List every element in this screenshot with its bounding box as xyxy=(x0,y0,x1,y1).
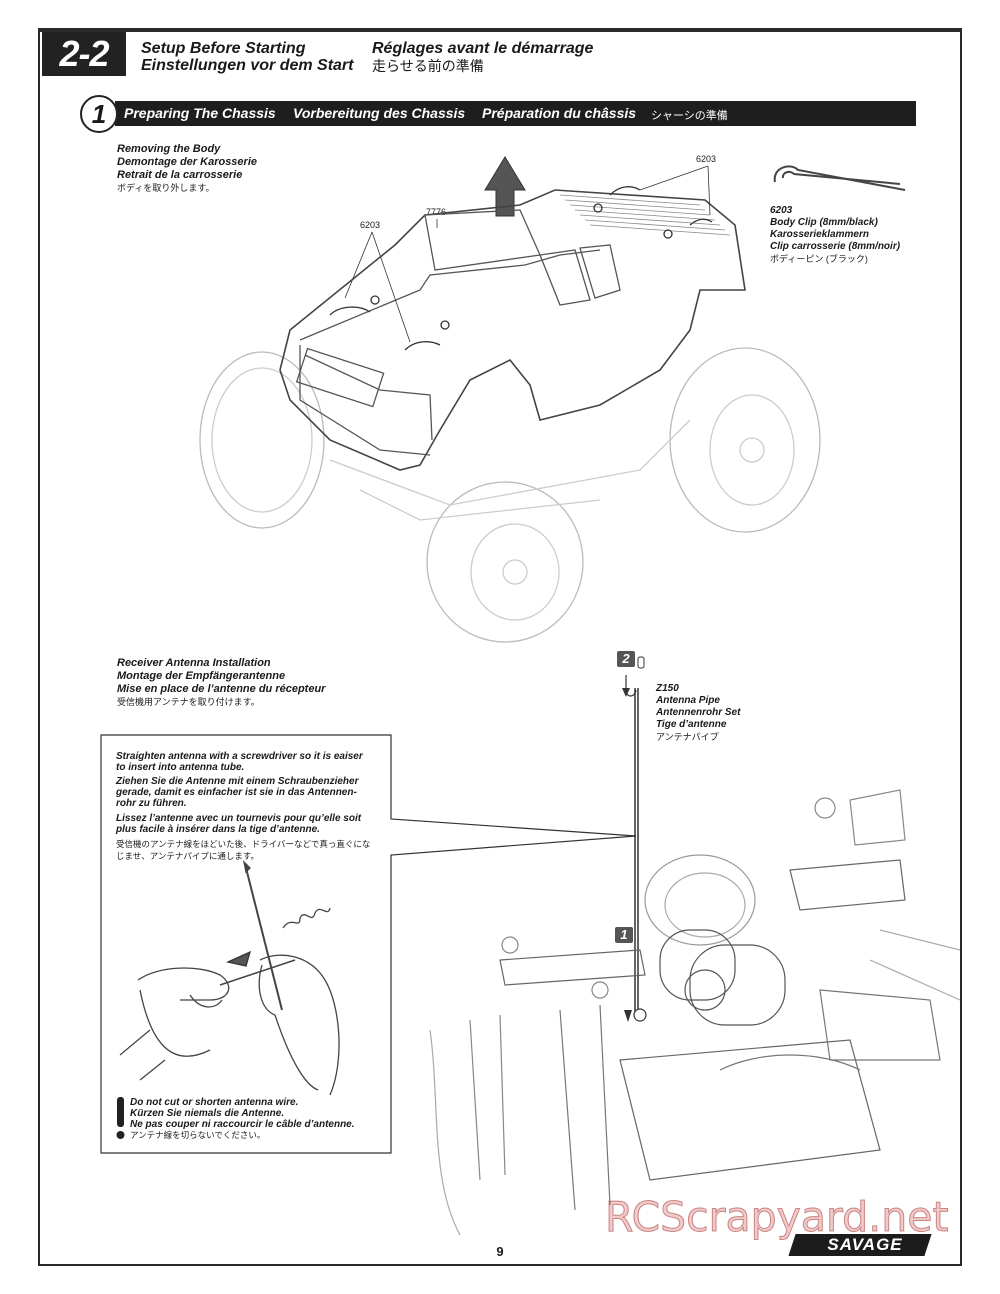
callout-de-3: rohr zu führen. xyxy=(116,798,187,809)
body-clip-number: 6203 xyxy=(770,205,793,216)
antenna-pipe-name-de: Antennenrohr Set xyxy=(656,707,741,718)
warning-fr: Ne pas couper ni raccourcir le câble d’a… xyxy=(130,1119,355,1130)
screwdriver-hands-illustration xyxy=(119,860,340,1096)
callout-jp-2: じませ、アンテナパイプに通します。 xyxy=(116,851,260,861)
callout-de-1: Ziehen Sie die Antenne mit einem Schraub… xyxy=(116,776,359,787)
savage-logo-text: SAVAGE xyxy=(827,1235,903,1254)
title-fr: Réglages avant le démarrage xyxy=(372,40,594,57)
truck-illustration xyxy=(199,186,821,643)
antenna-install-de: Montage der Empfängerantenne xyxy=(117,670,286,682)
antenna-pipe-name-jp: アンテナパイプ xyxy=(656,732,719,742)
title-en: Setup Before Starting xyxy=(141,40,306,57)
body-clip-icon xyxy=(773,165,906,191)
callout-box xyxy=(100,734,637,1154)
callout-jp-1: 受信機のアンテナ線をほどいた後、ドライバーなどで真っ直ぐにな xyxy=(116,839,371,849)
antenna-install-en: Receiver Antenna Installation xyxy=(117,657,271,669)
lift-arrow-icon xyxy=(484,156,526,217)
callout-en-2: to insert into antenna tube. xyxy=(116,762,245,773)
part-label-clip-left: 6203 xyxy=(360,220,381,230)
warning-jp: アンテナ線を切らないでください。 xyxy=(130,1130,266,1140)
callout-en-1: Straighten antenna with a screwdriver so… xyxy=(116,751,363,762)
callout-fr-1: Lissez l’antenne avec un tournevis pour … xyxy=(116,813,362,824)
step-badge-2: 2 xyxy=(617,651,635,667)
removing-body-fr: Retrait de la carrosserie xyxy=(117,169,243,181)
title-de: Einstellungen vor dem Start xyxy=(141,57,354,74)
section-title-en: Preparing The Chassis xyxy=(124,105,276,121)
callout-fr-2: plus facile à insérer dans la tige d’ant… xyxy=(116,824,320,835)
section-title-de: Vorbereitung des Chassis xyxy=(293,105,466,121)
step-badge-1: 1 xyxy=(615,927,633,943)
leader-lines xyxy=(344,165,711,343)
body-clip-name-jp: ボディーピン (ブラック) xyxy=(770,254,868,264)
watermark: RCScrapyard.net xyxy=(605,1193,950,1242)
part-label-body: 7776 xyxy=(426,207,447,217)
removing-body-jp: ボディを取り外します。 xyxy=(117,183,215,193)
section-number: 1 xyxy=(80,95,118,133)
antenna-pipe-number: Z150 xyxy=(656,683,679,694)
part-label-clip-right: 6203 xyxy=(696,154,717,164)
warning-en: Do not cut or shorten antenna wire. xyxy=(130,1097,299,1108)
title-jp: 走らせる前の準備 xyxy=(372,58,484,74)
antenna-pipe-name-en: Antenna Pipe xyxy=(656,695,720,706)
antenna-install-fr: Mise en place de l’antenne du récepteur xyxy=(117,683,326,695)
body-clip-name-fr: Clip carrosserie (8mm/noir) xyxy=(770,241,901,252)
antenna-pipe-icon xyxy=(622,656,645,1022)
page-frame xyxy=(38,28,962,1266)
removing-body-en: Removing the Body xyxy=(117,143,221,155)
section-bar xyxy=(115,101,916,126)
section-title-fr: Préparation du châssis xyxy=(482,105,637,121)
body-clip-name-de: Karosserieklammern xyxy=(770,229,869,240)
page-number: 9 xyxy=(496,1244,504,1259)
top-rule xyxy=(38,28,962,32)
step-number: 2-2 xyxy=(42,32,126,76)
body-clip-name-en: Body Clip (8mm/black) xyxy=(770,217,878,228)
chassis-illustration xyxy=(429,789,961,1236)
warning-icon xyxy=(116,1097,125,1139)
antenna-pipe-name-fr: Tige d’antenne xyxy=(656,719,727,730)
callout-de-2: gerade, damit es einfacher ist sie in da… xyxy=(116,787,357,798)
removing-body-de: Demontage der Karosserie xyxy=(117,156,257,168)
antenna-install-jp: 受信機用アンテナを取り付けます。 xyxy=(117,697,260,707)
section-title-jp: シャーシの準備 xyxy=(651,110,728,122)
warning-de: Kürzen Sie niemals die Antenne. xyxy=(130,1108,285,1119)
